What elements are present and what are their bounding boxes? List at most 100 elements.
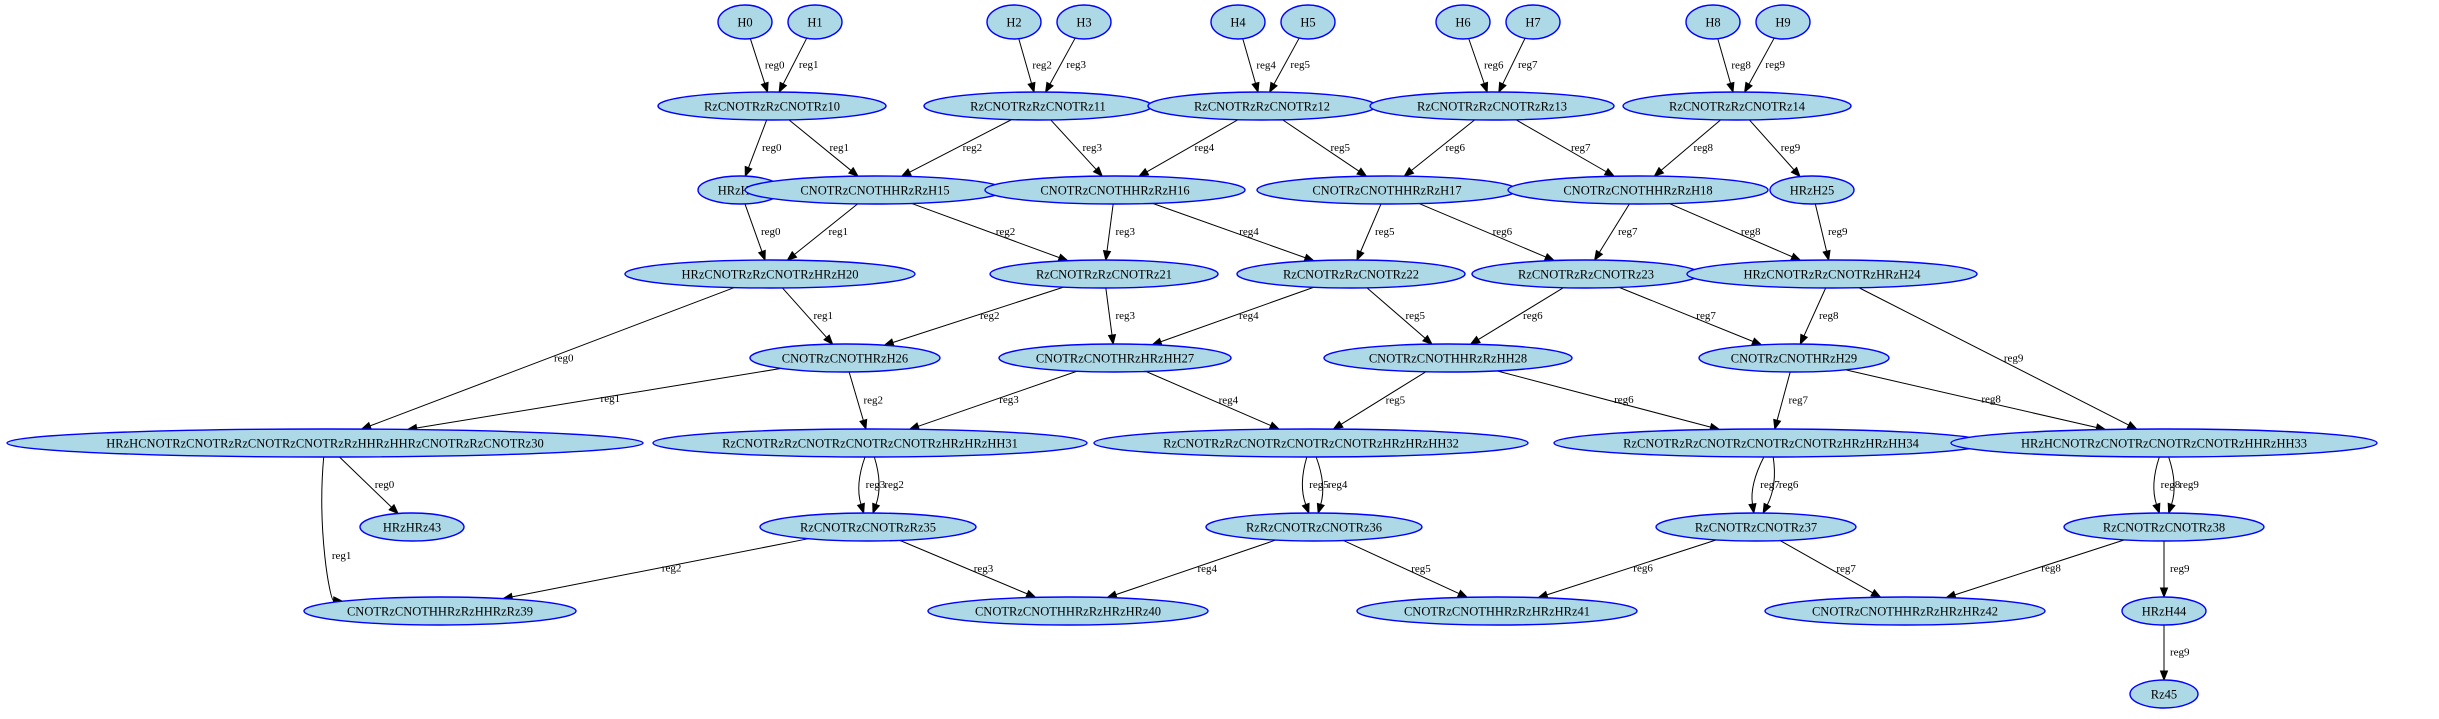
arrow-head-icon: [757, 249, 766, 262]
edge-label: reg4: [1195, 142, 1215, 154]
edge-label: reg9: [2170, 647, 2190, 659]
edge-line: [1776, 371, 1791, 421]
edge-line: [1502, 38, 1526, 85]
edge-n10-to-n19: reg0: [744, 119, 782, 178]
node-n20: HRzCNOTRzRzCNOTRzHRzH20: [624, 259, 916, 289]
node-shape: [624, 259, 916, 289]
edge-line: [1050, 119, 1097, 170]
node-label: RzCNOTRzRzCNOTRzCNOTRzCNOTRzHRzHRzHH32: [1163, 436, 1459, 450]
arrow-head-icon: [1743, 81, 1753, 94]
edge-n26-to-n31: reg2: [848, 371, 883, 431]
arrow-head-icon: [1403, 166, 1415, 177]
node-label: CNOTRzCNOTHHRzRzH18: [1563, 183, 1712, 197]
arrow-head-icon: [1762, 502, 1772, 515]
edge-n35-to-n39: reg2: [501, 538, 809, 601]
edge-n19-to-n20: reg0: [744, 203, 781, 262]
edge-label: reg9: [2170, 563, 2190, 575]
arrow-head-icon: [1332, 420, 1344, 430]
edge-line: [2153, 456, 2160, 505]
node-n31: RzCNOTRzRzCNOTRzCNOTRzCNOTRzHRzHRzHH31: [652, 428, 1088, 458]
arrow-head-icon: [900, 168, 912, 177]
node-shape: [2121, 596, 2207, 626]
edge-n18-to-n23: reg7: [1593, 203, 1638, 262]
edge-line: [1145, 371, 1272, 427]
edge-h5-to-n12: reg5: [1268, 37, 1310, 94]
edge-line: [918, 370, 1078, 427]
node-n25: HRzH25: [1769, 175, 1855, 205]
arrow-head-icon: [2167, 502, 2176, 515]
edge-line: [1049, 37, 1076, 85]
edge-label: reg5: [1330, 142, 1350, 154]
node-shape: [989, 259, 1219, 289]
node-label: RzCNOTRzRzCNOTRzCNOTRzCNOTRzHRzHRzHH34: [1623, 436, 1920, 450]
edge-label: reg0: [554, 352, 574, 364]
node-label: RzCNOTRzRzCNOTRz10: [704, 99, 840, 113]
arrow-head-icon: [1726, 81, 1735, 94]
node-n26: CNOTRzCNOTHRzH26: [749, 343, 941, 373]
arrow-head-icon: [1543, 252, 1556, 262]
edge-label: reg5: [1411, 563, 1431, 575]
edge-line: [1418, 203, 1547, 258]
node-n28: CNOTRzCNOTHHRzRzHH28: [1323, 343, 1573, 373]
edge-line: [369, 287, 735, 427]
arrow-head-icon: [1790, 166, 1801, 178]
edge-label: reg1: [829, 142, 849, 154]
edge-label: reg1: [829, 226, 849, 238]
edge-line: [1496, 370, 1711, 428]
node-n13: RzCNOTRzRzCNOTRzRz13: [1369, 91, 1615, 121]
arrow-head-icon: [1137, 167, 1150, 177]
node-n21: RzCNOTRzRzCNOTRz21: [989, 259, 1219, 289]
edge-n17-to-n23: reg6: [1418, 203, 1556, 262]
node-label: CNOTRzCNOTHHRzRzH17: [1312, 183, 1461, 197]
edge-n23-to-n28: reg6: [1469, 287, 1564, 345]
arrow-head-icon: [1356, 167, 1368, 177]
edge-n36-to-n40: reg4: [1106, 539, 1276, 599]
node-n36: RzRzCNOTRzCNOTRz36: [1205, 512, 1423, 542]
arrow-head-icon: [1603, 167, 1616, 177]
edge-line: [1273, 37, 1300, 85]
node-label: H1: [807, 15, 822, 29]
edge-n14-to-n25: reg9: [1749, 119, 1801, 178]
edge-n21-to-n27: reg3: [1105, 287, 1136, 346]
edge-line: [848, 371, 864, 421]
edge-line: [794, 203, 858, 255]
node-n23: RzCNOTRzRzCNOTRz23: [1471, 259, 1701, 289]
node-label: H7: [1525, 15, 1540, 29]
node-label: HRzHCNOTRzCNOTRzRzCNOTRzCNOTRzRzHHRzHHRz…: [106, 436, 543, 450]
node-label: RzCNOTRzRzCNOTRz21: [1036, 267, 1172, 281]
node-shape: [1056, 4, 1112, 40]
edge-n30-to-n39: reg1: [321, 456, 351, 605]
edge-label: reg3: [866, 479, 886, 491]
edge-label: reg5: [1405, 310, 1425, 322]
node-shape: [1323, 343, 1573, 373]
edge-line: [911, 202, 1060, 259]
edge-label: reg9: [2004, 352, 2024, 364]
edge-line: [1115, 539, 1276, 596]
edge-label: reg3: [1116, 226, 1136, 238]
edge-line: [1242, 38, 1257, 84]
edge-label: reg7: [1789, 394, 1809, 406]
edge-label: reg1: [601, 393, 621, 405]
arrow-head-icon: [1480, 81, 1489, 94]
node-n33: HRzHCNOTRzCNOTRzCNOTRzCNOTRzHHRzHH33: [1950, 428, 2378, 458]
node-label: RzCNOTRzRzCNOTRzCNOTRzCNOTRzHRzHRzHH31: [722, 436, 1018, 450]
node-shape: [1236, 259, 1466, 289]
edge-label: reg6: [1779, 479, 1799, 491]
arrow-head-icon: [1303, 253, 1316, 262]
node-shape: [787, 4, 843, 40]
edge-line: [782, 287, 827, 338]
arrow-head-icon: [1653, 166, 1665, 178]
edge-line: [2168, 456, 2175, 505]
arrow-head-icon: [1251, 81, 1260, 94]
node-label: H0: [737, 15, 752, 29]
edge-line: [748, 119, 768, 168]
arrow-head-icon: [1301, 502, 1310, 515]
arrow-head-icon: [360, 421, 373, 430]
edge-line: [1315, 456, 1324, 505]
node-n38: RzCNOTRzCNOTRz38: [2063, 512, 2265, 542]
edge-label: reg6: [1484, 59, 1504, 71]
edge-line: [1954, 539, 2125, 596]
edge-label: reg9: [2179, 479, 2199, 491]
edge-n12-to-n17: reg5: [1282, 119, 1368, 177]
edge-label: reg8: [2041, 563, 2061, 575]
